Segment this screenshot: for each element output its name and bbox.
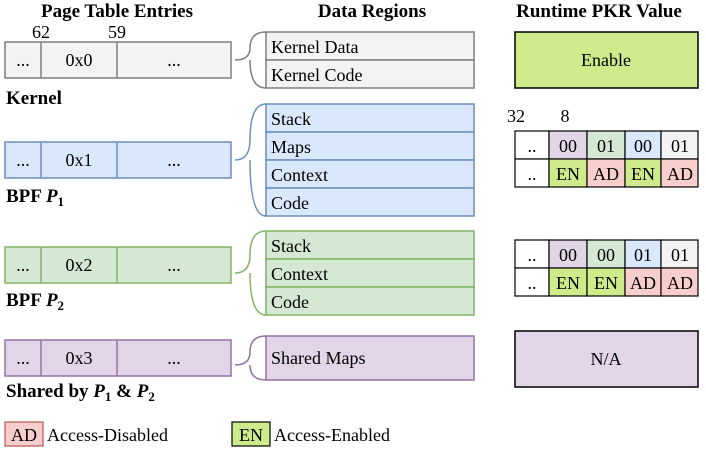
bpf2-label: BPF P2	[6, 290, 64, 313]
bpf1-pte: ... 0x1 ...	[4, 141, 232, 179]
bpf2-pkr-r1c3: 01	[634, 245, 652, 265]
bpf1-pkr-r1c0: ..	[528, 136, 537, 156]
bpf2-pkr-r2c3: AD	[630, 273, 656, 293]
region-bpf1-context: Context	[271, 165, 328, 185]
bpf1-pkr-r1c3: 00	[634, 136, 652, 156]
region-shared-maps: Shared Maps	[271, 348, 365, 368]
bpf1-pkr-r1c1: 00	[559, 136, 577, 156]
bpf2-brace	[234, 230, 267, 316]
bpf2-pkr-r1c2: 00	[597, 245, 615, 265]
header-data-regions: Data Regions	[318, 1, 426, 22]
shared-pte-right: ...	[167, 348, 181, 368]
kernel-brace	[234, 31, 267, 89]
shared-brace	[234, 335, 267, 381]
kernel-regions: Kernel Data Kernel Code	[265, 31, 475, 89]
bpf2-pkr-r2c0: ..	[528, 273, 537, 293]
shared-pte-box	[4, 339, 232, 377]
bpf2-pte-box	[4, 246, 232, 284]
region-bpf2-context: Context	[271, 264, 328, 284]
bpf2-pkr-table: .. 00 00 01 01 .. EN EN AD AD	[514, 239, 699, 297]
legend-en-text: Access-Enabled	[274, 425, 390, 445]
bpf1-pkr-r1c4: 01	[671, 136, 689, 156]
region-bpf1-code: Code	[271, 193, 309, 213]
shared-pte: ... 0x3 ...	[4, 339, 232, 377]
bpf2-regions: Stack Context Code	[265, 230, 475, 316]
bpf1-pkr-r2c1: EN	[556, 164, 580, 184]
bpf1-pkr-table: .. 00 01 00 01 .. EN AD EN AD	[514, 130, 699, 188]
bpf2-pte-right: ...	[167, 255, 181, 275]
kernel-pte-key: 0x0	[66, 50, 93, 70]
bpf2-pkr-r1c4: 01	[671, 245, 689, 265]
shared-pkr-box	[514, 330, 699, 388]
shared-region-box	[265, 335, 475, 381]
kernel-pte-right: ...	[167, 50, 181, 70]
shared-label: Shared by P1 & P2	[6, 381, 155, 404]
region-bpf1-maps: Maps	[271, 137, 311, 157]
kernel-pte: ... 0x0 ...	[4, 41, 232, 79]
legend-en-swatch	[231, 421, 271, 447]
bpf1-pte-right: ...	[167, 150, 181, 170]
region-bpf2-code: Code	[271, 292, 309, 312]
bpf2-pte-left: ...	[16, 255, 30, 275]
kernel-label: Kernel	[6, 88, 62, 109]
bit-label-8: 8	[561, 106, 570, 126]
legend-ad-swatch	[4, 421, 44, 447]
shared-pkr-value: N/A	[591, 349, 622, 369]
header-runtime-pkr: Runtime PKR Value	[516, 1, 682, 22]
region-kernel-data: Kernel Data	[271, 37, 358, 57]
bit-label-59: 59	[108, 22, 126, 42]
bit-label-62: 62	[32, 22, 50, 42]
bpf2-pkr-r2c4: AD	[667, 273, 693, 293]
region-bpf2-stack: Stack	[271, 236, 311, 256]
bpf2-pte-key: 0x2	[66, 255, 93, 275]
region-kernel-code: Kernel Code	[271, 65, 362, 85]
bpf1-regions: Stack Maps Context Code	[265, 103, 475, 217]
shared-pte-left: ...	[16, 348, 30, 368]
bpf1-pkr-r2c4: AD	[667, 164, 693, 184]
bpf1-pkr-r2c2: AD	[593, 164, 619, 184]
bpf1-pte-box	[4, 141, 232, 179]
bpf2-pkr-r1c0: ..	[528, 245, 537, 265]
bpf1-pkr-r2c0: ..	[528, 164, 537, 184]
legend-ad-text: Access-Disabled	[47, 425, 168, 445]
legend-ad-badge: AD	[11, 425, 37, 445]
bit-label-32: 32	[507, 106, 525, 126]
bpf2-pte: ... 0x2 ...	[4, 246, 232, 284]
bpf2-pkr-r2c1: EN	[556, 273, 580, 293]
bpf2-pkr-r1c1: 00	[559, 245, 577, 265]
legend: AD Access-Disabled EN Access-Enabled	[4, 421, 390, 447]
bpf1-pkr-r2c3: EN	[631, 164, 655, 184]
bpf1-pte-left: ...	[16, 150, 30, 170]
legend-en-badge: EN	[239, 425, 263, 445]
header-page-table-entries: Page Table Entries	[41, 1, 193, 22]
bpf1-pkr-r1c2: 01	[597, 136, 615, 156]
kernel-pte-left: ...	[16, 50, 30, 70]
bpf1-brace	[234, 103, 267, 217]
shared-pte-key: 0x3	[66, 348, 93, 368]
kernel-pkr-box	[514, 31, 699, 89]
kernel-pkr-value: Enable	[581, 50, 631, 70]
kernel-pte-box	[4, 41, 232, 79]
bpf1-label: BPF P1	[6, 186, 64, 209]
bpf1-pte-key: 0x1	[66, 150, 93, 170]
bpf2-pkr-r2c2: EN	[594, 273, 618, 293]
region-bpf1-stack: Stack	[271, 109, 311, 129]
